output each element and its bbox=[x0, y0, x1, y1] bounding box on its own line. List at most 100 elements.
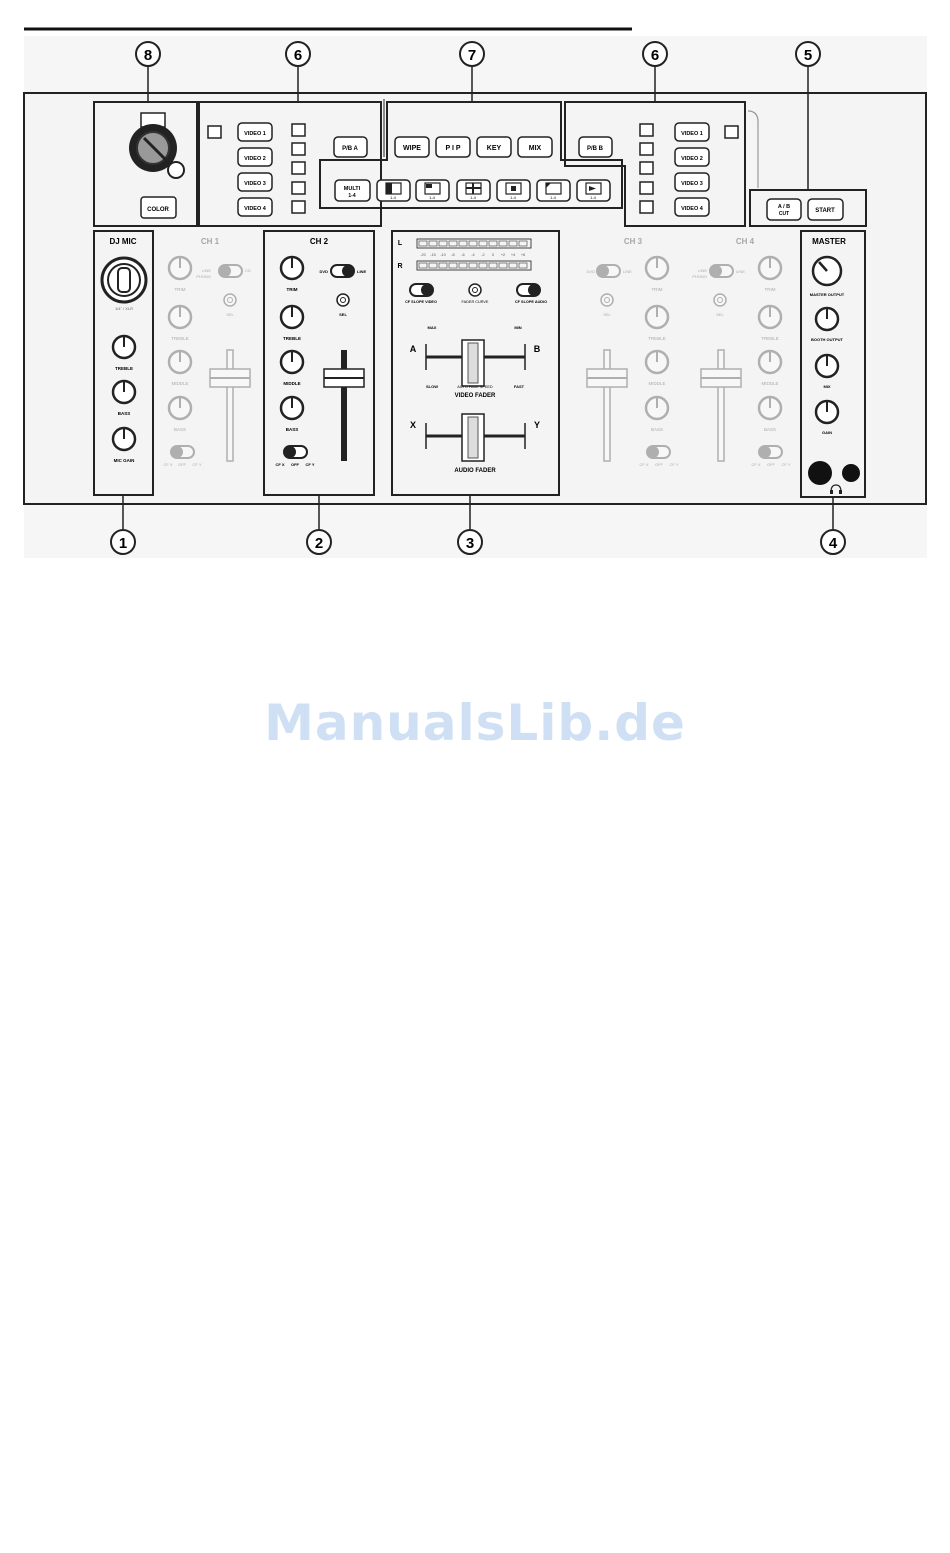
multi-button[interactable]: MULTI 1-4 bbox=[334, 179, 371, 202]
svg-text:-2: -2 bbox=[481, 253, 484, 257]
svg-text:-15: -15 bbox=[430, 253, 436, 257]
led bbox=[207, 125, 222, 139]
ch2-middle-knob[interactable] bbox=[279, 349, 305, 375]
start-button[interactable]: START bbox=[807, 198, 844, 221]
ch4-middle-knob[interactable] bbox=[757, 349, 783, 375]
ch3-cue-button[interactable] bbox=[600, 293, 614, 307]
channel-4: CH 4 LINE PHONO LINE SEL TRIM TREBLE MID… bbox=[692, 237, 791, 467]
ch4-assign-switch[interactable] bbox=[758, 445, 783, 459]
ch1-source-switch[interactable] bbox=[218, 264, 243, 278]
cue-label: SEL bbox=[339, 312, 347, 317]
switch-label: CD bbox=[245, 268, 251, 273]
ch3-trim-knob[interactable] bbox=[644, 255, 670, 281]
led bbox=[291, 142, 306, 156]
video-left-button-2[interactable]: VIDEO 2 bbox=[237, 147, 273, 167]
video-right-button-3[interactable]: VIDEO 3 bbox=[674, 172, 710, 192]
pb-b-button[interactable]: P/B B bbox=[578, 136, 613, 158]
ch4-bass-knob[interactable] bbox=[757, 395, 783, 421]
switch-label: LINE bbox=[698, 268, 707, 273]
section-6-video-left: VIDEO 1 VIDEO 2 VIDEO 3 VIDEO 4 P/B A bbox=[198, 101, 382, 227]
fader-side-label: A bbox=[410, 344, 417, 354]
svg-text:-10: -10 bbox=[440, 253, 446, 257]
section-2-channel-2: CH 2 TRIM TREBLE MIDDLE BASS DVD LINE SE… bbox=[263, 230, 375, 496]
pip-button[interactable]: P I P bbox=[435, 136, 471, 158]
fader-curve-button[interactable] bbox=[468, 283, 482, 297]
booth-output-knob[interactable] bbox=[814, 306, 840, 332]
fader-side-label: Y bbox=[534, 420, 540, 430]
ch2-fader-knob[interactable] bbox=[323, 368, 365, 388]
ch2-cue-button[interactable] bbox=[336, 293, 350, 307]
mic-combo-jack[interactable] bbox=[100, 256, 148, 304]
pattern-button-3[interactable]: 1-4 bbox=[456, 179, 491, 202]
video-left-button-3[interactable]: VIDEO 3 bbox=[237, 172, 273, 192]
mix-knob[interactable] bbox=[814, 353, 840, 379]
ch3-treble-knob[interactable] bbox=[644, 304, 670, 330]
ch3-middle-knob[interactable] bbox=[644, 349, 670, 375]
knob-label: GAIN bbox=[822, 430, 832, 435]
ch3-assign-switch[interactable] bbox=[646, 445, 671, 459]
svg-text:+6: +6 bbox=[521, 253, 525, 257]
callout-2: 2 bbox=[306, 495, 332, 555]
knob-label: MIDDLE bbox=[171, 381, 188, 386]
ch2-assign-switch[interactable] bbox=[283, 445, 308, 459]
headphone-jack-small[interactable] bbox=[842, 464, 860, 482]
color-button[interactable] bbox=[140, 196, 177, 219]
video-left-button-4[interactable]: VIDEO 4 bbox=[237, 197, 273, 217]
knob-label: TRIM bbox=[765, 287, 776, 292]
pattern-button-2[interactable]: 1-4 bbox=[415, 179, 450, 202]
ch1-middle-knob[interactable] bbox=[167, 349, 193, 375]
video-left-button-1[interactable]: VIDEO 1 bbox=[237, 122, 273, 142]
video-right-button-1[interactable]: VIDEO 1 bbox=[674, 122, 710, 142]
ch1-bass-knob[interactable] bbox=[167, 395, 193, 421]
audio-fader-knob[interactable] bbox=[461, 413, 485, 462]
button-label: KEY bbox=[487, 145, 502, 152]
ch3-fader-knob[interactable] bbox=[586, 368, 628, 388]
mic-gain-knob[interactable] bbox=[111, 426, 137, 452]
ab-cut-button[interactable]: A / B CUT bbox=[766, 198, 802, 221]
ch3-bass-knob[interactable] bbox=[644, 395, 670, 421]
video-fader-knob[interactable] bbox=[461, 339, 485, 387]
fader-title: VIDEO FADER bbox=[455, 393, 496, 399]
ch4-cue-button[interactable] bbox=[713, 293, 727, 307]
ch4-source-switch[interactable] bbox=[709, 264, 734, 278]
mix-button[interactable]: MIX bbox=[517, 136, 553, 158]
cf-curve-audio-switch[interactable] bbox=[516, 283, 541, 297]
key-button[interactable]: KEY bbox=[476, 136, 512, 158]
pb-a-button[interactable]: P/B A bbox=[333, 136, 368, 158]
pattern-label: 1-4 bbox=[550, 195, 557, 200]
video-right-button-4[interactable]: VIDEO 4 bbox=[674, 197, 710, 217]
ch1-assign-switch[interactable] bbox=[170, 445, 195, 459]
cf-curve-video-switch[interactable] bbox=[409, 283, 434, 297]
ch1-cue-button[interactable] bbox=[223, 293, 237, 307]
button-label: VIDEO 4 bbox=[681, 206, 704, 212]
pattern-button-1[interactable]: 1-4 bbox=[376, 179, 411, 202]
ch2-bass-knob[interactable] bbox=[279, 395, 305, 421]
headphone-jack-large[interactable] bbox=[808, 461, 832, 485]
gain-knob[interactable] bbox=[814, 399, 840, 425]
video-right-button-2[interactable]: VIDEO 2 bbox=[674, 147, 710, 167]
ch4-trim-knob[interactable] bbox=[757, 255, 783, 281]
ch4-treble-knob[interactable] bbox=[757, 304, 783, 330]
mic-bass-knob[interactable] bbox=[111, 379, 137, 405]
ch2-trim-knob[interactable] bbox=[279, 255, 305, 281]
pattern-button-5[interactable]: 1-4 bbox=[536, 179, 571, 202]
callout-number: 7 bbox=[468, 47, 476, 64]
channel-title: CH 4 bbox=[736, 237, 755, 246]
ch1-treble-knob[interactable] bbox=[167, 304, 193, 330]
pattern-button-6[interactable]: 1-4 bbox=[576, 179, 611, 202]
section-1-dj-mic: DJ MIC 1/4" / XLR TREBLE BASS MIC GAIN bbox=[93, 230, 154, 496]
ch2-treble-knob[interactable] bbox=[279, 304, 305, 330]
fader-side-label: B bbox=[534, 344, 541, 354]
ch1-fader-knob[interactable] bbox=[209, 368, 251, 388]
cue-label: SEL bbox=[603, 312, 611, 317]
ch3-source-switch[interactable] bbox=[596, 264, 621, 278]
ch1-trim-knob[interactable] bbox=[167, 255, 193, 281]
wipe-button[interactable]: WIPE bbox=[394, 136, 430, 158]
section-6-video-right: P/B B VIDEO 1 VIDEO 2 VIDEO 3 VIDEO 4 bbox=[564, 101, 746, 227]
mic-treble-knob[interactable] bbox=[111, 334, 137, 360]
master-output-knob[interactable] bbox=[811, 255, 843, 287]
ch4-fader-knob[interactable] bbox=[700, 368, 742, 388]
button-label: VIDEO 3 bbox=[244, 181, 266, 187]
ch2-source-switch[interactable] bbox=[330, 264, 355, 278]
pattern-button-4[interactable]: 1-4 bbox=[496, 179, 531, 202]
